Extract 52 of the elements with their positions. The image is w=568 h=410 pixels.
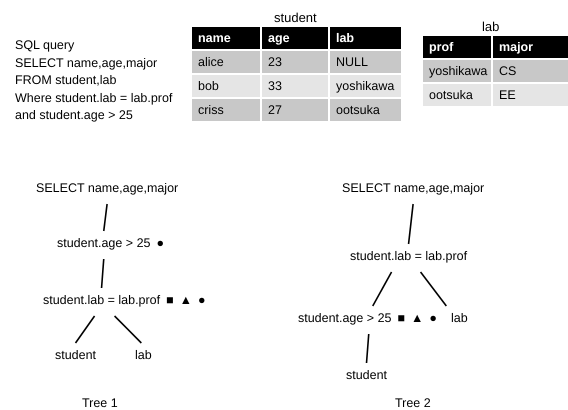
header-cell: prof [423, 36, 491, 58]
table-title: lab [482, 18, 500, 36]
tree-node-text: student [55, 347, 96, 363]
query-text: SELECT name,age,major [15, 54, 158, 72]
table-cell: ootsuka [330, 99, 401, 121]
query-text: FROM student,lab [15, 72, 118, 89]
tree-edge [366, 334, 370, 364]
tree-node-text: student [346, 367, 388, 383]
table-cell: criss [192, 99, 260, 121]
marker-symbol: ■ [397, 310, 406, 326]
tree-node-text: SELECT name,age,major [342, 180, 484, 196]
header-cell: age [262, 27, 328, 49]
tree-edge [372, 272, 392, 306]
table-cell: NULL [330, 51, 401, 73]
tree-edge [420, 272, 447, 306]
table-cell: yoshikawa [330, 75, 401, 97]
tree-edge [114, 315, 142, 344]
marker-symbol: ● [156, 235, 164, 251]
marker-symbol: ▲ [180, 292, 192, 308]
tree-caption: Tree 1 [82, 395, 118, 410]
table-cell: yoshikawa [423, 60, 491, 82]
tree-edge [408, 204, 414, 244]
query-text: SQL query [15, 37, 76, 54]
table-cell: 23 [262, 51, 328, 73]
tree-node-text: student.age > 25 [57, 235, 150, 251]
table-title: student [274, 9, 317, 27]
tree-caption: Tree 2 [395, 395, 431, 410]
table-cell: EE [493, 84, 568, 106]
tree-node-text: lab [451, 310, 468, 326]
marker-symbol: ● [429, 310, 437, 326]
query-text: and student.age > 25 [15, 107, 134, 124]
header-cell: lab [330, 27, 401, 49]
table-cell: bob [192, 75, 260, 97]
table-cell: 33 [262, 75, 328, 97]
header-cell: name [192, 27, 260, 49]
tree-edge [74, 316, 96, 344]
tree-node-text: SELECT name,age,major [36, 180, 178, 196]
tree-node-text: student.lab = lab.prof [43, 292, 160, 308]
header-cell: major [493, 36, 568, 58]
marker-symbol: ■ [166, 292, 174, 308]
table-cell: 27 [262, 99, 328, 121]
marker-symbol: ● [198, 292, 206, 308]
marker-symbol: ▲ [411, 310, 424, 326]
table-cell: alice [192, 51, 260, 73]
table-cell: CS [493, 60, 568, 82]
tree-edge [102, 204, 108, 232]
query-text: Where student.lab = lab.prof [15, 90, 172, 107]
tree-node-text: lab [135, 347, 152, 363]
tree-edge [100, 258, 105, 288]
table-cell: ootsuka [423, 84, 491, 106]
tree-node-text: student.age > 25 [298, 310, 392, 326]
tree-node-text: student.lab = lab.prof [350, 248, 468, 264]
